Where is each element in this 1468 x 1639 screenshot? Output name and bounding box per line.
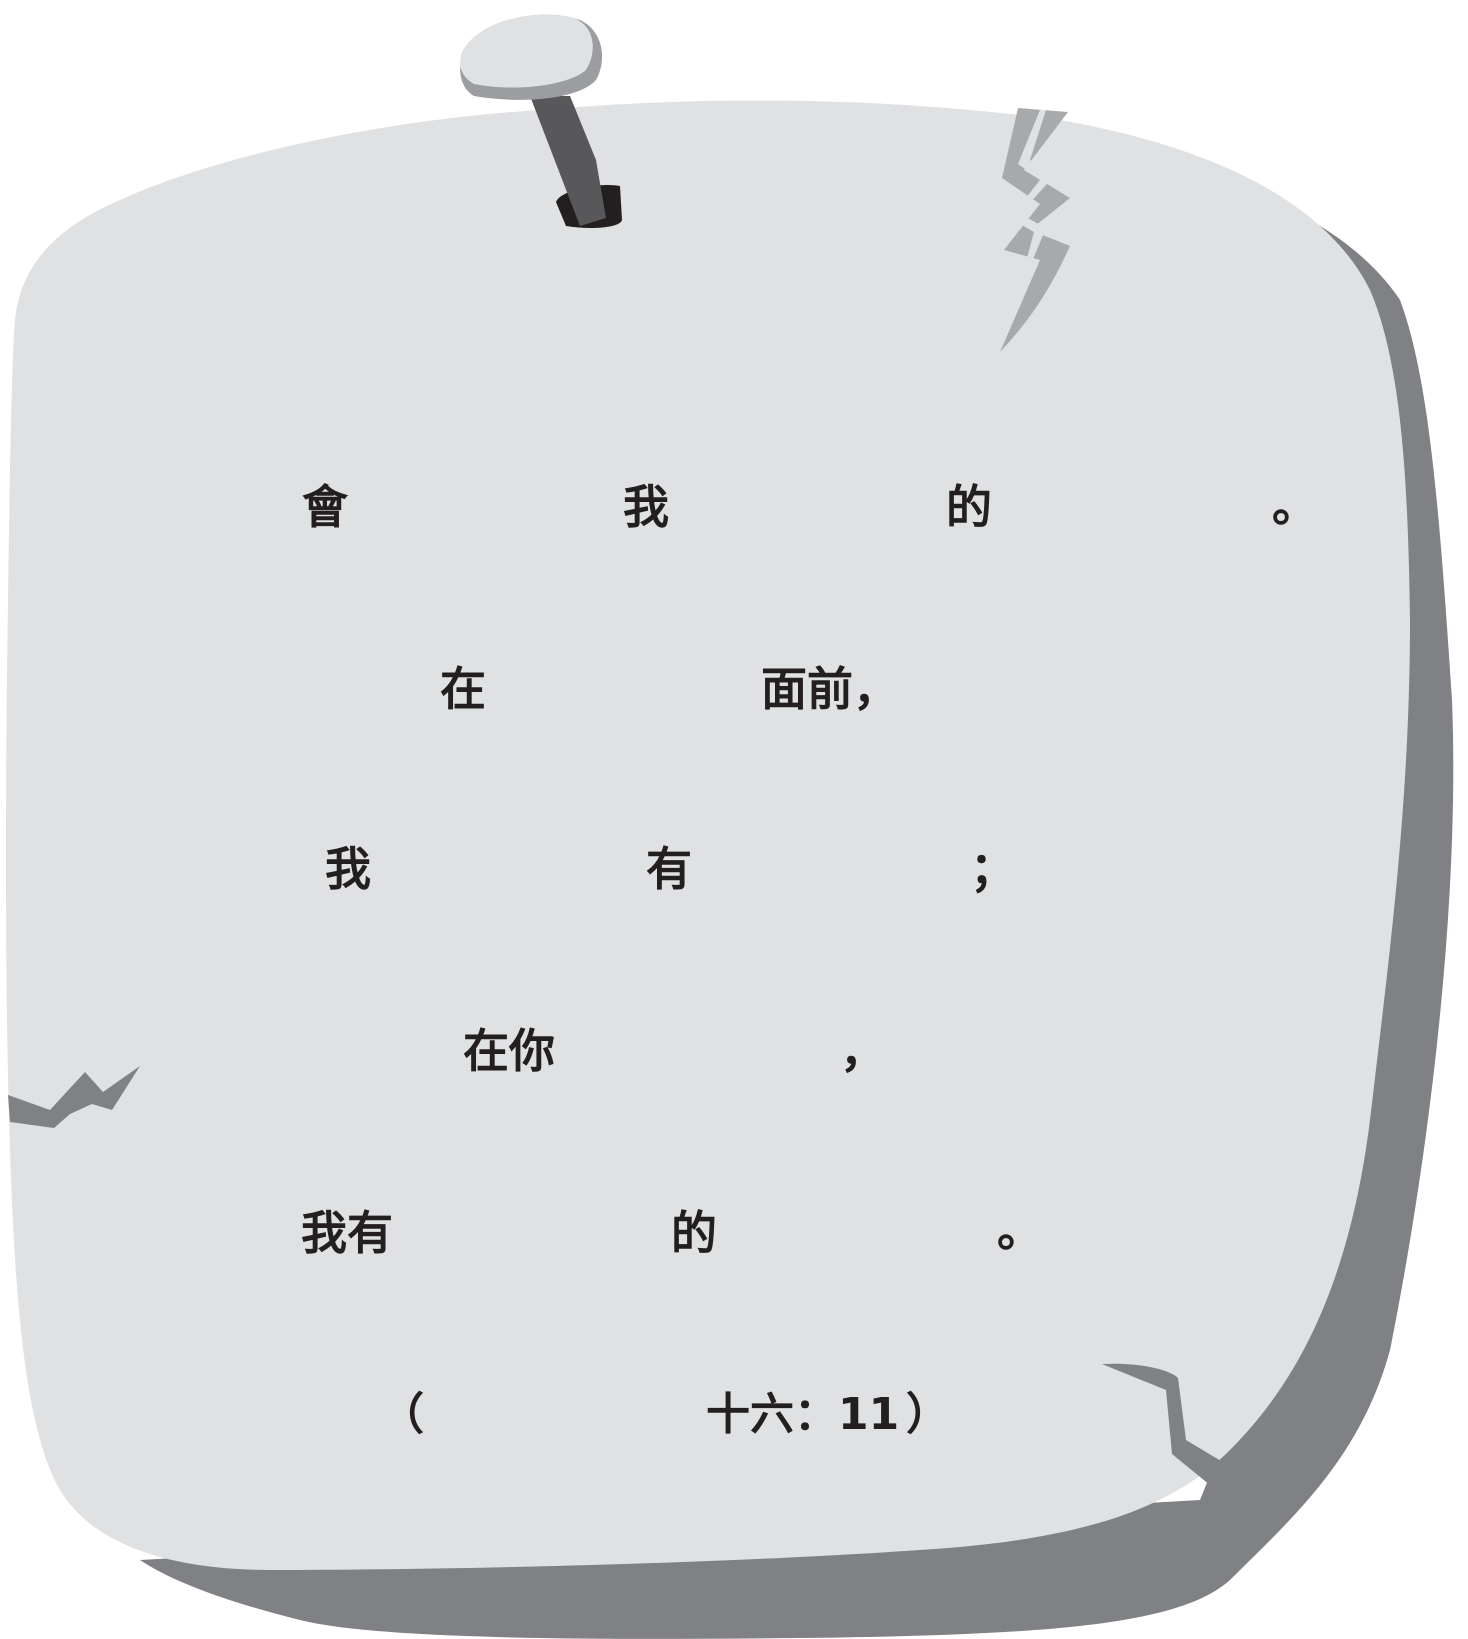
verse-line3-glyph2: 有 <box>646 842 692 896</box>
verse-line2-glyph1: 在 <box>440 662 486 716</box>
verse-line1-glyph2: 我 <box>623 480 669 534</box>
verse-line2-glyph2: 面前， <box>761 662 899 716</box>
nail-shaft <box>530 96 606 226</box>
verse-line1-glyph3: 的 <box>946 480 992 534</box>
tablet-face <box>5 100 1410 1570</box>
verse-line1-glyph4: 。 <box>1272 478 1318 532</box>
verse-line1-glyph1: 會 <box>302 480 348 534</box>
verse-line3-glyph3: ； <box>970 842 1016 896</box>
verse-line5-glyph2: 的 <box>671 1206 717 1260</box>
crack-top-right-inner <box>1010 110 1054 300</box>
crack-top-right <box>1000 108 1070 352</box>
crack-bottom-right <box>1102 1363 1236 1490</box>
verse-reference-close-paren: ） <box>906 1389 950 1440</box>
nail-head <box>460 14 593 88</box>
verse-line4-glyph1: 在你 <box>463 1024 555 1078</box>
verse-line3-glyph1: 我 <box>325 842 371 896</box>
verse-line5-glyph3: 。 <box>997 1203 1043 1257</box>
verse-line5-glyph1: 我有 <box>301 1206 393 1260</box>
verse-line4-glyph2: ， <box>840 1024 886 1078</box>
verse-reference-open-paren: （ <box>380 1389 424 1440</box>
verse-reference-chapter-verse: 十六：11 <box>706 1389 900 1440</box>
nail-icon <box>460 14 622 228</box>
crack-left <box>8 1066 140 1128</box>
